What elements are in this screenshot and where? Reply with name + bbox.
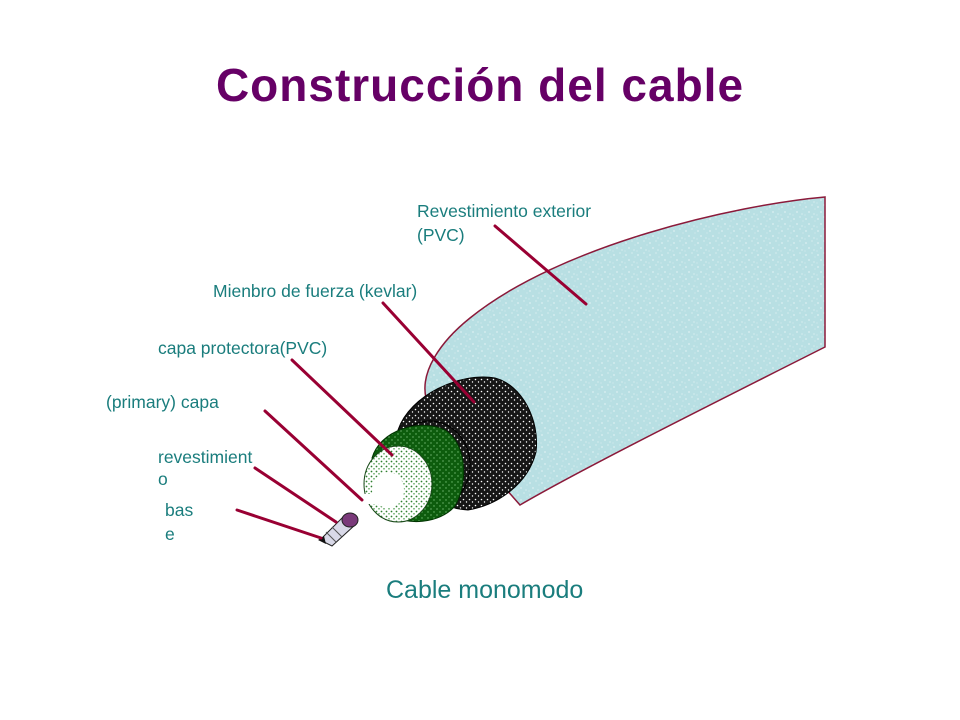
label-cladding: revestimient o <box>158 446 252 490</box>
label-cladding-line1: revestimient <box>158 447 253 467</box>
primary-layer-shape <box>360 445 433 523</box>
label-outer-jacket: Revestimiento exterior (PVC) <box>417 199 591 247</box>
label-core: bas e <box>165 498 193 546</box>
label-outer-jacket-line1: Revestimiento exterior <box>417 201 592 221</box>
leader-line-primary-layer <box>263 409 364 502</box>
core-cladding-shape <box>318 512 359 547</box>
leader-line-outer-jacket <box>493 224 588 306</box>
slide-title: Construcción del cable <box>215 59 745 111</box>
label-primary-layer: (primary) capa <box>106 392 219 412</box>
label-cladding-line2: o <box>158 469 168 489</box>
diagram-caption: Cable monomodo <box>386 576 584 604</box>
label-core-line1: bas <box>165 500 194 520</box>
label-protective-layer: capa protectora(PVC) <box>158 338 328 358</box>
leader-line-core <box>235 508 323 540</box>
label-outer-jacket-line2: (PVC) <box>417 225 465 245</box>
leader-line-strength-member <box>381 301 476 404</box>
leader-line-protective-layer <box>290 358 394 457</box>
label-core-line2: e <box>165 524 175 544</box>
leader-lines <box>235 224 588 540</box>
leader-line-cladding <box>253 466 338 524</box>
label-strength-member: Mienbro de fuerza (kevlar) <box>213 281 418 301</box>
